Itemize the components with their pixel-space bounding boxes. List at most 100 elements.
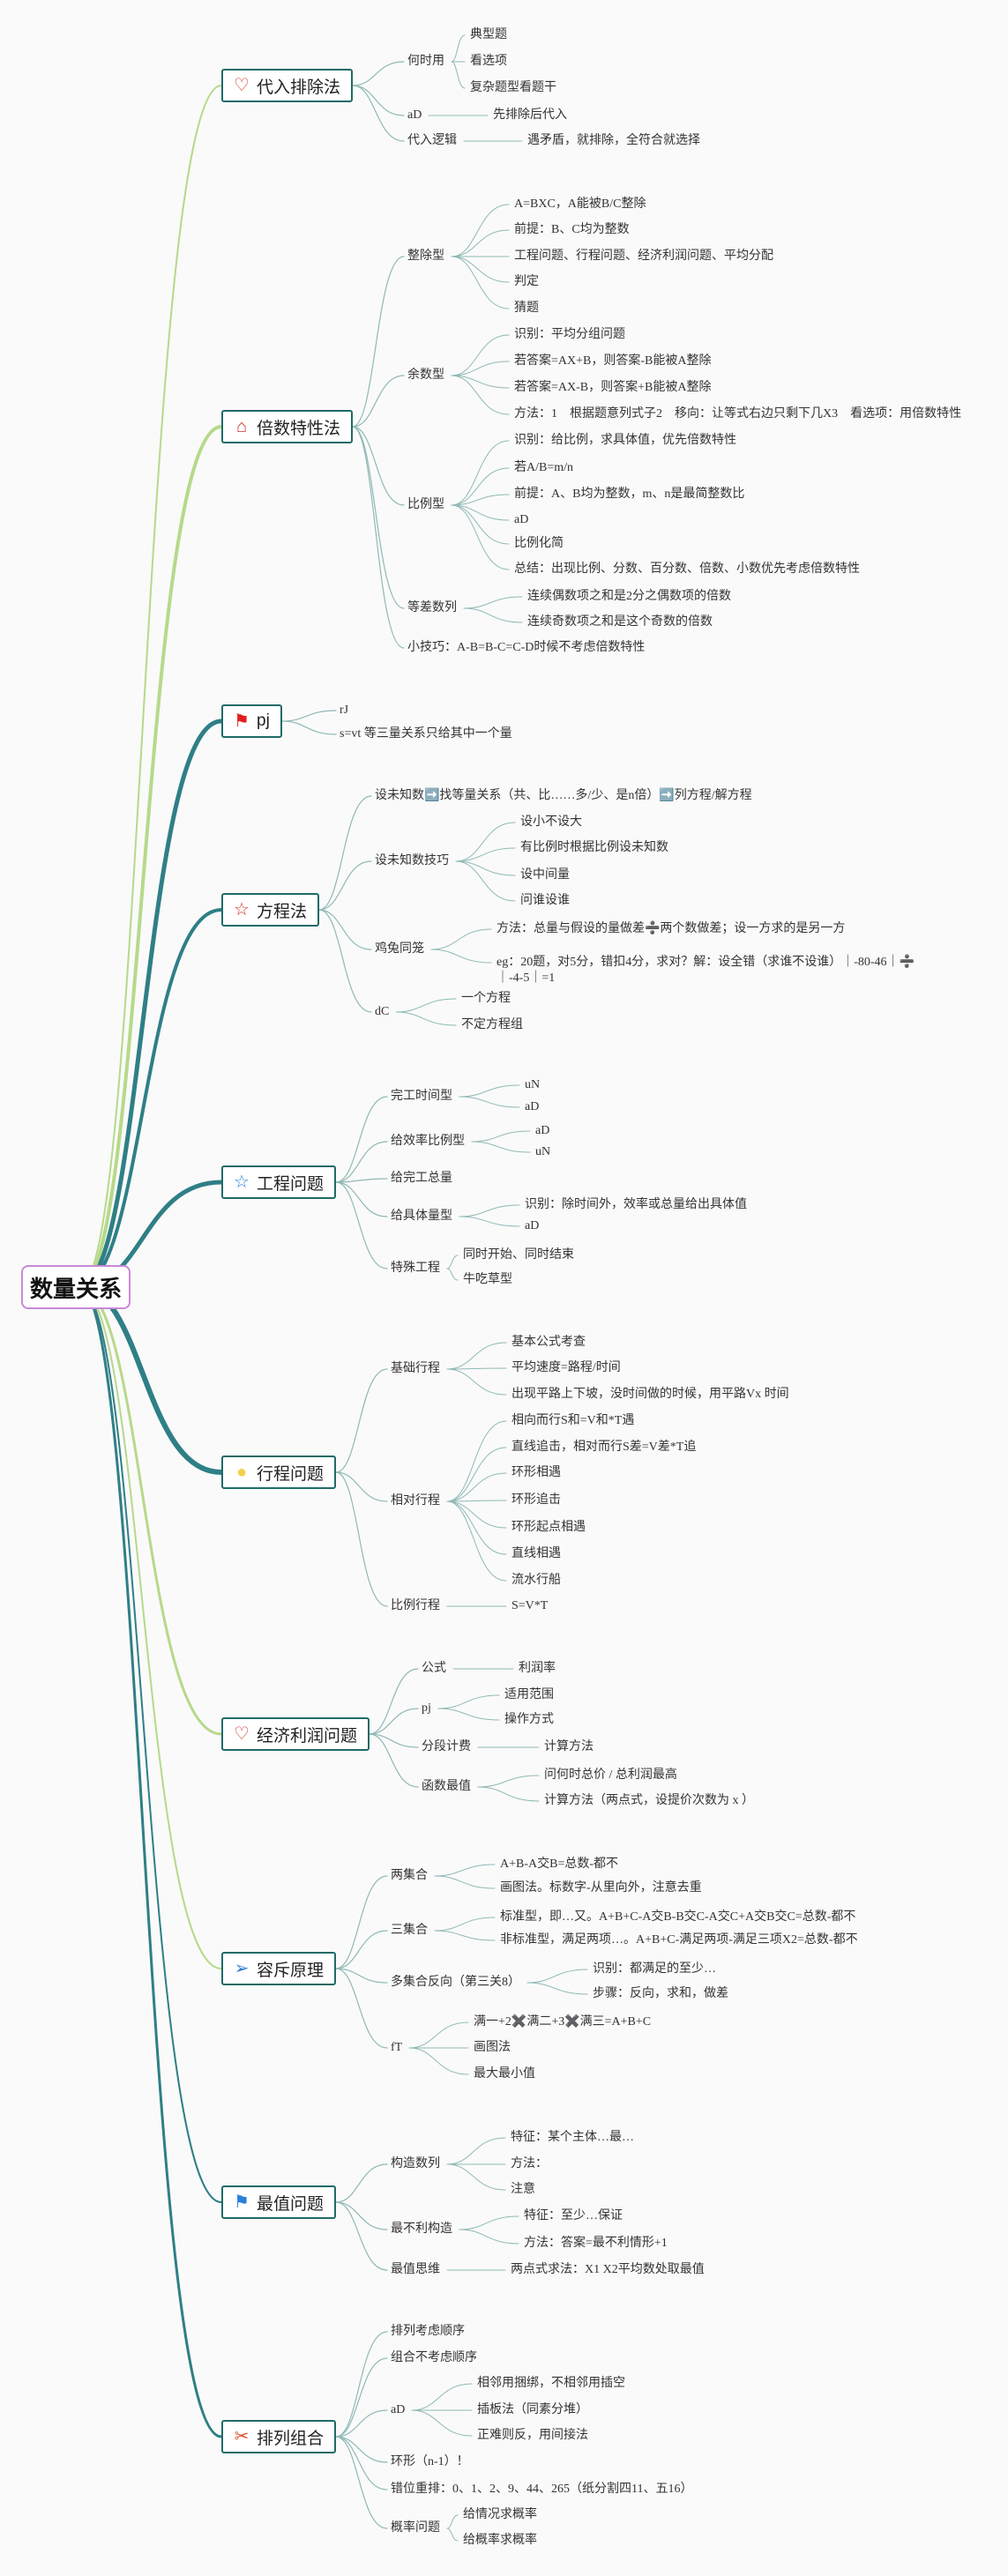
subtopic[interactable]: 错位重排：0、1、2、9、44、265（纸分割四11、五16） bbox=[391, 2483, 693, 2496]
leaf-node[interactable]: 操作方式 bbox=[504, 1713, 554, 1726]
leaf-node[interactable]: 直线追击，相对而行S差=V差*T追 bbox=[511, 1441, 697, 1454]
topic-8[interactable]: ⚑最值问题 bbox=[221, 2185, 337, 2219]
topic-9[interactable]: ✂排列组合 bbox=[221, 2420, 337, 2453]
leaf-node[interactable]: 总结：出现比例、分数、百分数、倍数、小数优先考虑倍数特性 bbox=[514, 562, 860, 576]
leaf-node[interactable]: aD bbox=[525, 1100, 540, 1113]
leaf-node[interactable]: 工程问题、行程问题、经济利润问题、平均分配 bbox=[514, 249, 773, 263]
leaf-node[interactable]: 计算方法 bbox=[544, 1740, 594, 1753]
leaf-node[interactable]: 正难则反，用间接法 bbox=[477, 2429, 588, 2442]
subtopic[interactable]: aD bbox=[407, 108, 422, 122]
leaf-node[interactable]: 前提：B、C均为整数 bbox=[514, 223, 630, 236]
leaf-node[interactable]: 相向而行S和=V和*T遇 bbox=[511, 1414, 635, 1427]
leaf-node[interactable]: aD bbox=[514, 513, 529, 526]
leaf-node[interactable]: 前提：A、B均为整数，m、n是最简整数比 bbox=[514, 488, 745, 501]
leaf-node[interactable]: S=V*T bbox=[511, 1599, 549, 1612]
leaf-node[interactable]: aD bbox=[525, 1219, 540, 1232]
leaf-node[interactable]: 不定方程组 bbox=[461, 1018, 523, 1031]
leaf-node[interactable]: 计算方法（两点式，设提价次数为 x ） bbox=[544, 1794, 754, 1807]
leaf-node[interactable]: 相邻用捆绑，不相邻用插空 bbox=[477, 2377, 625, 2390]
leaf-node[interactable]: 复杂题型看题干 bbox=[470, 81, 556, 94]
leaf-node[interactable]: 画图法 bbox=[474, 2041, 511, 2054]
subtopic[interactable]: 最值思维 bbox=[391, 2263, 440, 2276]
subtopic[interactable]: 给具体量型 bbox=[391, 1210, 452, 1223]
leaf-node[interactable]: 流水行船 bbox=[511, 1574, 561, 1587]
subtopic[interactable]: 分段计费 bbox=[422, 1740, 471, 1753]
subtopic[interactable]: 相对行程 bbox=[391, 1494, 440, 1508]
leaf-node-continued[interactable]: ｜-4-5｜=1 bbox=[497, 972, 556, 985]
subtopic[interactable]: 设未知数➡️找等量关系（共、比……多/少、是n倍）➡️列方程/解方程 bbox=[375, 789, 752, 802]
leaf-node[interactable]: 判定 bbox=[514, 275, 539, 288]
subtopic[interactable]: 鸡兔同笼 bbox=[375, 942, 424, 956]
subtopic[interactable]: 公式 bbox=[422, 1662, 446, 1675]
subtopic[interactable]: 余数型 bbox=[407, 369, 444, 382]
leaf-node[interactable]: 问何时总价 / 总利润最高 bbox=[544, 1768, 677, 1782]
subtopic[interactable]: pj bbox=[422, 1701, 431, 1715]
leaf-node[interactable]: 满一+2✖️满二+3✖️满三=A+B+C bbox=[474, 2015, 652, 2029]
subtopic[interactable]: 代入逻辑 bbox=[407, 134, 457, 147]
leaf-node[interactable]: 若答案=AX+B，则答案-B能被A整除 bbox=[514, 354, 712, 368]
leaf-node[interactable]: 一个方程 bbox=[461, 992, 511, 1005]
leaf-node[interactable]: 连续奇数项之和是这个奇数的倍数 bbox=[527, 615, 713, 629]
leaf-node[interactable]: aD bbox=[535, 1124, 550, 1137]
leaf-node[interactable]: A=BXC，A能被B/C整除 bbox=[514, 197, 646, 211]
subtopic[interactable]: 多集合反向（第三关8） bbox=[391, 1976, 520, 1989]
subtopic[interactable]: s=vt 等三量关系只给其中一个量 bbox=[340, 727, 512, 741]
subtopic[interactable]: 最不利构造 bbox=[391, 2222, 452, 2236]
leaf-node[interactable]: 牛吃草型 bbox=[463, 1273, 512, 1286]
topic-2[interactable]: ⚑pj bbox=[221, 704, 282, 738]
subtopic[interactable]: 比例型 bbox=[407, 498, 444, 511]
leaf-node[interactable]: uN bbox=[535, 1145, 551, 1158]
subtopic[interactable]: 小技巧：A-B=B-C=C-D时候不考虑倍数特性 bbox=[407, 641, 646, 654]
leaf-node[interactable]: 方法：答案=最不利情形+1 bbox=[524, 2237, 668, 2250]
topic-4[interactable]: ☆工程问题 bbox=[221, 1165, 337, 1199]
leaf-node[interactable]: 给情况求概率 bbox=[463, 2508, 537, 2521]
leaf-node[interactable]: 方法： bbox=[511, 2157, 548, 2170]
root-topic[interactable]: 数量关系 bbox=[21, 1265, 131, 1309]
leaf-node[interactable]: 平均速度=路程/时间 bbox=[511, 1361, 621, 1374]
subtopic[interactable]: 完工时间型 bbox=[391, 1090, 452, 1103]
leaf-node[interactable]: 识别：平均分组问题 bbox=[514, 328, 625, 341]
leaf-node[interactable]: 画图法。标数字-从里向外，注意去重 bbox=[500, 1881, 702, 1895]
subtopic[interactable]: dC bbox=[375, 1005, 390, 1018]
subtopic[interactable]: 比例行程 bbox=[391, 1599, 440, 1612]
leaf-node[interactable]: 问谁设谁 bbox=[520, 894, 570, 907]
topic-0[interactable]: ♡代入排除法 bbox=[221, 69, 354, 102]
leaf-node[interactable]: 利润率 bbox=[519, 1662, 556, 1675]
leaf-node[interactable]: 特征：某个主体…最… bbox=[511, 2131, 634, 2144]
leaf-node[interactable]: 标准型，即…又。A+B+C-A交B-B交C-A交C+A交B交C=总数-都不 bbox=[500, 1910, 856, 1924]
leaf-node[interactable]: 非标准型，满足两项…。A+B+C-满足两项-满足三项X2=总数-都不 bbox=[500, 1933, 858, 1947]
subtopic[interactable]: 特殊工程 bbox=[391, 1262, 440, 1275]
leaf-node[interactable]: 若答案=AX-B，则答案+B能被A整除 bbox=[514, 381, 712, 394]
subtopic[interactable]: 给效率比例型 bbox=[391, 1135, 465, 1148]
leaf-node[interactable]: 环形相遇 bbox=[511, 1466, 561, 1479]
subtopic[interactable]: 等差数列 bbox=[407, 601, 457, 614]
subtopic[interactable]: rJ bbox=[340, 704, 349, 717]
leaf-node[interactable]: uN bbox=[525, 1078, 541, 1091]
leaf-node[interactable]: eg：20题，对5分，错扣4分，求对？解：设全错（求谁不设谁）｜-80-46｜➗ bbox=[497, 956, 915, 969]
subtopic[interactable]: 两集合 bbox=[391, 1869, 428, 1882]
topic-3[interactable]: ☆方程法 bbox=[221, 893, 320, 927]
topic-7[interactable]: ➢容斥原理 bbox=[221, 1952, 337, 1985]
leaf-node[interactable]: 同时开始、同时结束 bbox=[463, 1248, 574, 1262]
leaf-node[interactable]: 设小不设大 bbox=[520, 815, 582, 829]
leaf-node[interactable]: 给概率求概率 bbox=[463, 2534, 537, 2547]
leaf-node[interactable]: 若A/B=m/n bbox=[514, 461, 574, 474]
leaf-node[interactable]: 遇矛盾，就排除，全符合就选择 bbox=[527, 134, 700, 147]
topic-6[interactable]: ♡经济利润问题 bbox=[221, 1717, 370, 1751]
subtopic[interactable]: 基础行程 bbox=[391, 1362, 440, 1375]
subtopic[interactable]: 三集合 bbox=[391, 1924, 428, 1937]
leaf-node[interactable]: 设中间量 bbox=[520, 868, 570, 882]
leaf-node[interactable]: 两点式求法：X1 X2平均数处取最值 bbox=[511, 2263, 705, 2276]
subtopic[interactable]: 给完工总量 bbox=[391, 1172, 452, 1185]
leaf-node[interactable]: 插板法（同素分堆） bbox=[477, 2403, 588, 2416]
subtopic[interactable]: 排列考虑顺序 bbox=[391, 2325, 465, 2338]
leaf-node[interactable]: 环形起点相遇 bbox=[511, 1521, 586, 1534]
leaf-node[interactable]: 注意 bbox=[511, 2183, 535, 2196]
subtopic[interactable]: fT bbox=[391, 2041, 403, 2054]
leaf-node[interactable]: 识别：除时间外，效率或总量给出具体值 bbox=[525, 1198, 747, 1211]
leaf-node[interactable]: 识别：都满足的至少… bbox=[593, 1962, 716, 1976]
subtopic[interactable]: aD bbox=[391, 2403, 406, 2416]
topic-1[interactable]: ⌂倍数特性法 bbox=[221, 410, 354, 443]
subtopic[interactable]: 环形（n-1）！ bbox=[391, 2455, 469, 2468]
leaf-node[interactable]: 连续偶数项之和是2分之偶数项的倍数 bbox=[527, 590, 731, 603]
